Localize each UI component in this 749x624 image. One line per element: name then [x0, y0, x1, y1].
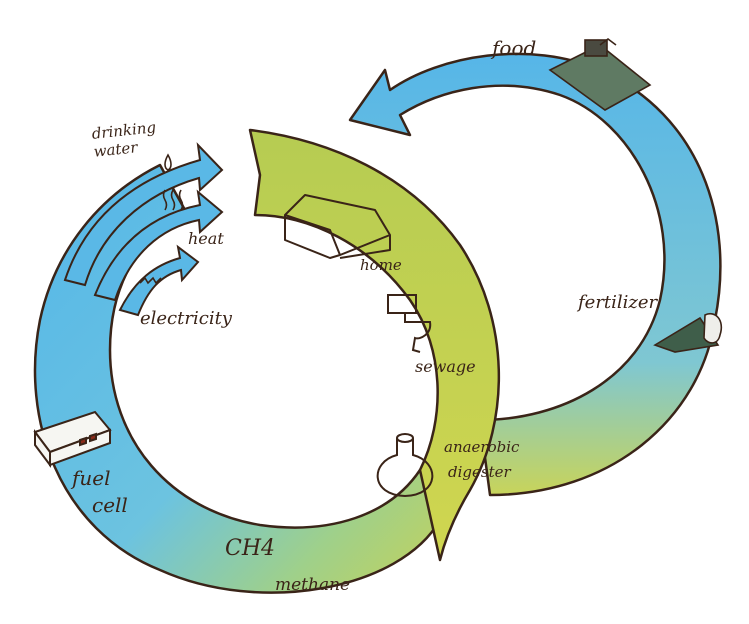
- heat-waves-icon: [162, 189, 184, 211]
- fuel-cell-label: fuel cell: [70, 466, 128, 517]
- electricity-zigzag-icon: [139, 276, 162, 285]
- ch4-label: CH4: [225, 536, 275, 561]
- fertilizer-bag-icon: [653, 313, 723, 353]
- left-loop-band: [33, 163, 442, 594]
- center-crescent-band: [248, 128, 501, 562]
- drinking-water-arrow: [63, 142, 224, 287]
- house-icon: [284, 194, 391, 259]
- anaerobic-label-line1: anaerobic: [444, 438, 520, 456]
- heat-label: heat: [188, 229, 224, 248]
- toilet-icon: [387, 294, 432, 353]
- fuel-label-line1: fuel: [70, 466, 111, 490]
- home-label: home: [360, 256, 402, 274]
- food-label: food: [490, 36, 536, 60]
- fuel-cell-icon: [33, 410, 112, 468]
- anaerobic-digester-label: anaerobic digester: [444, 438, 524, 481]
- sewage-label: sewage: [415, 357, 476, 376]
- drinking-water-label: drinking water: [91, 118, 164, 161]
- fuel-label-line2: cell: [92, 493, 128, 517]
- drinking-label-line2: water: [93, 138, 139, 161]
- heat-arrow: [93, 189, 224, 302]
- digester-flask-icon: [376, 433, 434, 498]
- anaerobic-label-line2: digester: [448, 463, 511, 481]
- electricity-label: electricity: [140, 308, 233, 329]
- fertilizer-label: fertilizer: [576, 292, 659, 313]
- water-drop-icon: [164, 153, 172, 171]
- methane-label: methane: [275, 575, 350, 595]
- farm-field-icon: [548, 38, 652, 111]
